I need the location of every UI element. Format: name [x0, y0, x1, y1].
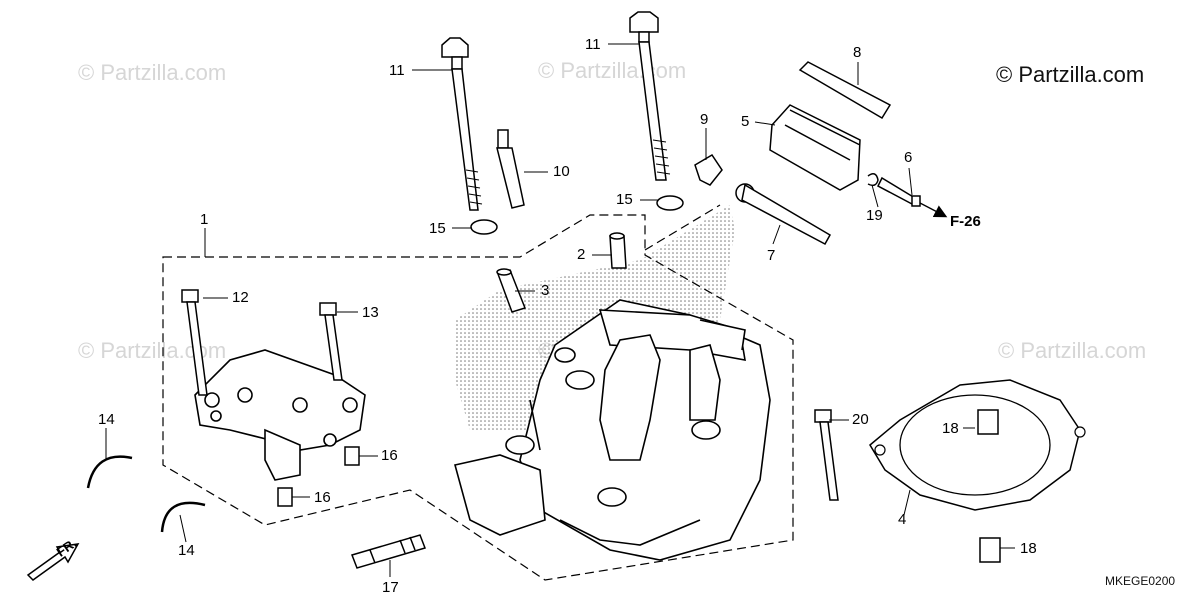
callout-8: 8 — [853, 44, 862, 61]
dowel-16 — [277, 487, 293, 507]
dowel-18 — [977, 409, 999, 435]
callout-1: 1 — [200, 211, 209, 228]
bolt-12 — [181, 289, 208, 396]
callout-16: 16 — [381, 447, 398, 464]
leader-lines — [105, 43, 1015, 577]
callout-4: 4 — [898, 511, 907, 528]
callout-20: 20 — [852, 411, 869, 428]
callout-14: 14 — [178, 542, 195, 559]
callout-11: 11 — [585, 36, 601, 53]
stud-17 — [351, 534, 426, 569]
clip-14 — [86, 455, 133, 489]
ref-arrow — [919, 202, 948, 218]
spark-plug-10 — [496, 129, 525, 209]
callout-5: 5 — [741, 113, 750, 130]
bracket-5 — [769, 104, 861, 191]
callout-15: 15 — [616, 191, 633, 208]
bolt-13 — [319, 302, 343, 381]
callout-12: 12 — [232, 289, 249, 306]
brand-label: © Partzilla.com — [996, 62, 1145, 87]
bolt-20 — [814, 409, 839, 501]
pipe-8 — [798, 61, 892, 120]
reference-label: F-26 — [950, 213, 981, 230]
guide-2 — [609, 232, 627, 269]
callout-13: 13 — [362, 304, 379, 321]
callout-16: 16 — [314, 489, 331, 506]
watermark: © Partzilla.com — [998, 338, 1147, 363]
front-arrow — [26, 543, 80, 581]
dowel-18 — [979, 537, 1001, 563]
watermark: © Partzilla.com — [538, 58, 687, 83]
callout-19: 19 — [866, 207, 883, 224]
bolt-6 — [877, 176, 921, 207]
callout-14: 14 — [98, 411, 115, 428]
callout-18: 18 — [1020, 540, 1037, 557]
clip-9 — [694, 153, 723, 186]
shaft-7 — [735, 183, 832, 246]
callout-18: 18 — [942, 420, 959, 437]
diagram-code: MKEGE0200 — [1105, 574, 1176, 588]
washer-15 — [470, 219, 498, 235]
callout-10: 10 — [553, 163, 570, 180]
watermark: © Partzilla.com — [78, 60, 227, 85]
callout-7: 7 — [767, 247, 776, 264]
camshaft-holder — [194, 349, 366, 481]
callout-2: 2 — [577, 246, 586, 263]
cylinder-head — [454, 299, 771, 561]
bolt-11-right — [629, 11, 671, 181]
oring-19 — [867, 173, 879, 187]
callout-6: 6 — [904, 149, 913, 166]
washer-15 — [656, 195, 684, 211]
clip-14 — [160, 501, 206, 533]
guide-3 — [496, 268, 526, 313]
callout-11: 11 — [389, 62, 405, 79]
callout-3: 3 — [541, 282, 550, 299]
assembly-outline — [162, 204, 794, 581]
callout-17: 17 — [382, 579, 399, 596]
gasket-bore — [899, 394, 1051, 496]
dowel-16 — [344, 446, 360, 466]
callout-15: 15 — [429, 220, 446, 237]
bolt-11-left — [441, 37, 483, 211]
callout-9: 9 — [700, 111, 709, 128]
